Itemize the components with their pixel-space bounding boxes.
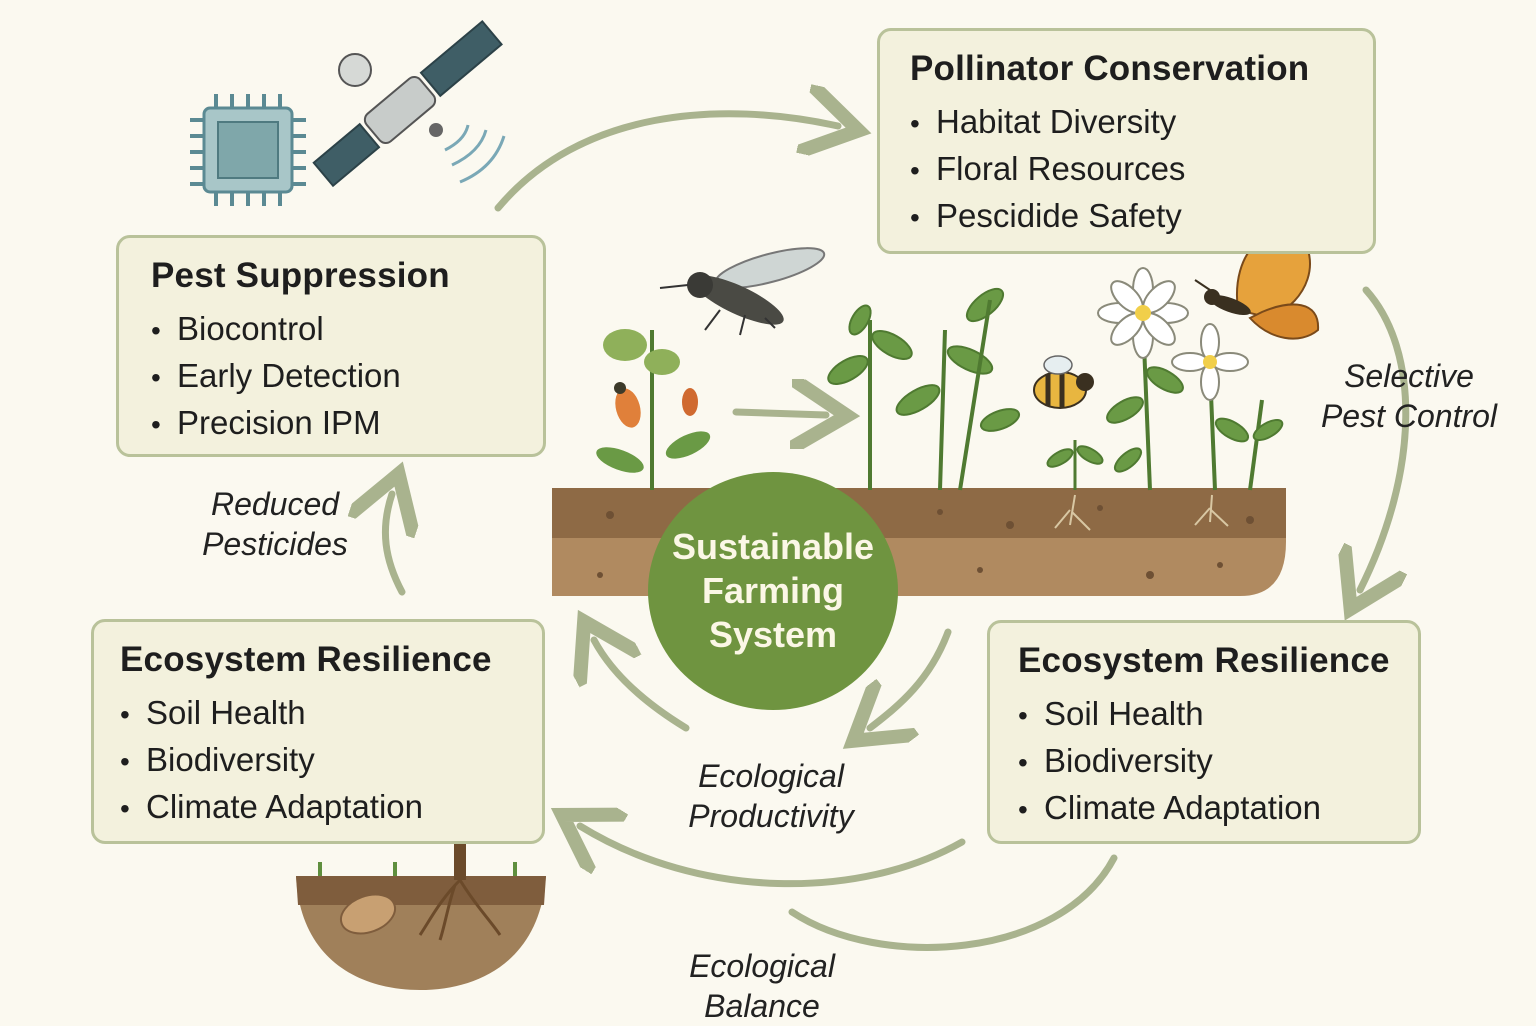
list-item: •Habitat Diversity — [910, 99, 1373, 146]
arrow-left-up — [385, 494, 402, 592]
ecosystem-resilience-left-card: Ecosystem Resilience •Soil Health •Biodi… — [91, 619, 545, 844]
ecological-productivity-label: Ecological Productivity — [664, 756, 878, 836]
list-item: •Floral Resources — [910, 146, 1373, 193]
infested-plant — [593, 329, 714, 490]
list-item: •Early Detection — [151, 353, 543, 400]
sustainable-farming-system-hub: Sustainable Farming System — [648, 472, 898, 710]
list-item: •Pescidide Safety — [910, 193, 1373, 240]
pest-suppression-card: Pest Suppression •Biocontrol •Early Dete… — [116, 235, 546, 457]
microchip-icon — [190, 94, 306, 206]
list-item: •Precision IPM — [151, 400, 543, 447]
satellite-icon — [312, 19, 504, 188]
list-item: •Soil Health — [1018, 691, 1418, 738]
card-title: Pollinator Conservation — [910, 49, 1373, 89]
selective-pest-control-label: Selective Pest Control — [1300, 356, 1518, 436]
card-title: Ecosystem Resilience — [120, 640, 542, 680]
list-item: •Biocontrol — [151, 306, 543, 353]
pollinator-conservation-card: Pollinator Conservation •Habitat Diversi… — [877, 28, 1376, 254]
bee-icon — [1034, 356, 1094, 408]
card-list: •Soil Health •Biodiversity •Climate Adap… — [1018, 691, 1418, 832]
list-item: •Soil Health — [120, 690, 542, 737]
card-list: •Soil Health •Biodiversity •Climate Adap… — [120, 690, 542, 831]
reduced-pesticides-label: Reduced Pesticides — [180, 484, 370, 564]
list-item: •Biodiversity — [1018, 738, 1418, 785]
list-item: •Climate Adaptation — [1018, 785, 1418, 832]
ecosystem-resilience-right-card: Ecosystem Resilience •Soil Health •Biodi… — [987, 620, 1421, 844]
card-list: •Habitat Diversity •Floral Resources •Pe… — [910, 99, 1373, 240]
arrow-right-down — [1360, 290, 1406, 590]
arrow-top — [498, 114, 838, 208]
card-title: Pest Suppression — [151, 256, 543, 296]
card-title: Ecosystem Resilience — [1018, 641, 1418, 681]
arrow-bottom — [792, 858, 1114, 947]
card-list: •Biocontrol •Early Detection •Precision … — [151, 306, 543, 447]
ecological-balance-label: Ecological Balance — [662, 946, 862, 1026]
list-item: •Climate Adaptation — [120, 784, 542, 831]
list-item: •Biodiversity — [120, 737, 542, 784]
mosquito-icon — [660, 240, 828, 335]
hub-label: Sustainable Farming System — [672, 525, 874, 657]
arrow-plants — [736, 412, 826, 415]
